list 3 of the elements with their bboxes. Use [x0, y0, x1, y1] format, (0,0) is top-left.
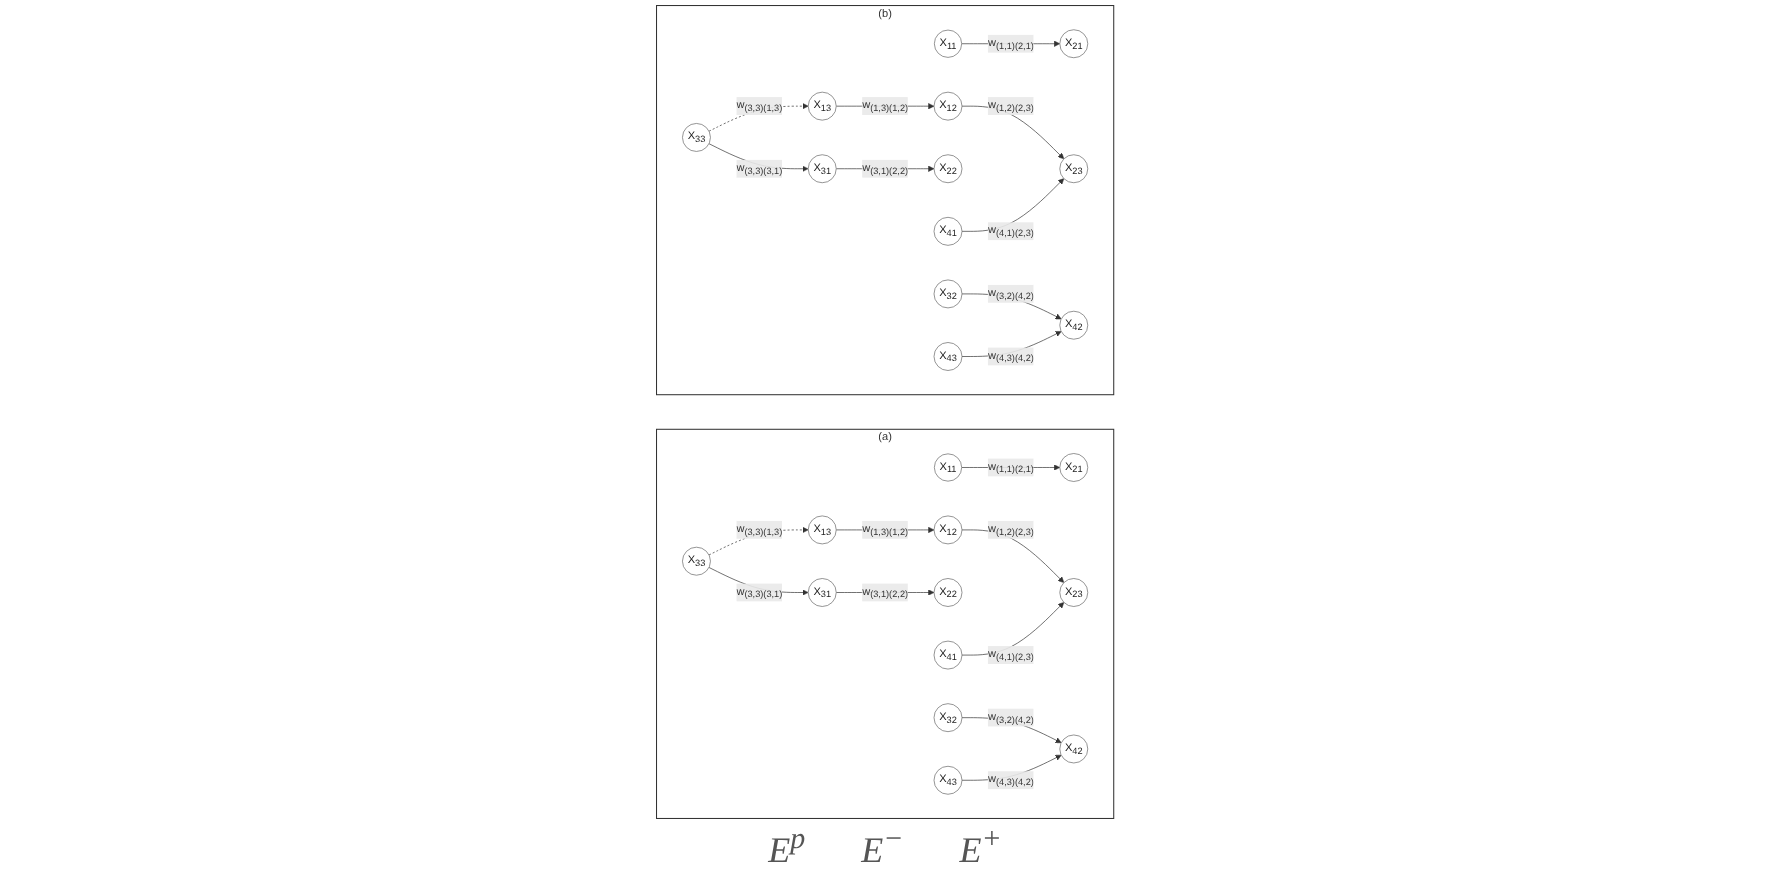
- region-label: E$^{+}$: [959, 824, 1002, 872]
- region-label: E$^{p}$: [768, 824, 806, 872]
- region-label: E$^{−}$: [861, 824, 904, 872]
